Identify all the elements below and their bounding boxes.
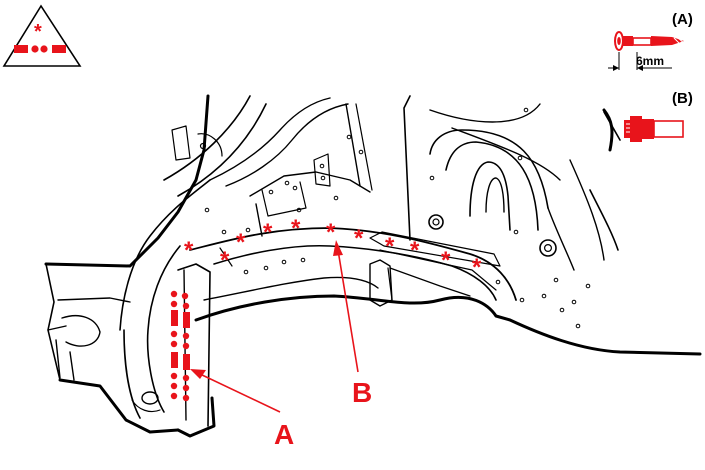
drill-size-label: 6mm	[636, 54, 664, 68]
svg-text:*: *	[263, 219, 273, 246]
svg-text:*: *	[236, 229, 246, 256]
callout-arrow-a	[190, 369, 281, 413]
svg-text:*: *	[441, 247, 451, 274]
svg-text:*: *	[385, 233, 395, 260]
rear-wheelhouse-panel	[44, 94, 702, 438]
spot-weld-cutter-icon	[624, 116, 684, 142]
callout-label-b: B	[352, 377, 372, 408]
callout-label-a: A	[274, 419, 294, 450]
svg-text:*: *	[472, 254, 482, 281]
panel-holes	[204, 107, 591, 329]
sill-weld-cluster	[170, 290, 190, 402]
svg-text:*: *	[410, 237, 420, 264]
svg-text:*: *	[326, 219, 336, 246]
svg-text:*: *	[34, 21, 42, 43]
tool-a-label: (A)	[672, 11, 693, 28]
svg-text:*: *	[354, 225, 364, 252]
weld-spot-markers: * * * * * * * * * * *	[184, 215, 482, 281]
spot-weld-drill-icon	[608, 31, 685, 71]
callout-arrow-b	[333, 240, 359, 373]
svg-text:*: *	[184, 237, 194, 264]
tool-b-label: (B)	[672, 90, 693, 107]
weld-spot-warning-triangle-icon: *	[2, 4, 82, 67]
svg-text:*: *	[220, 247, 230, 274]
svg-text:*: *	[291, 215, 301, 242]
